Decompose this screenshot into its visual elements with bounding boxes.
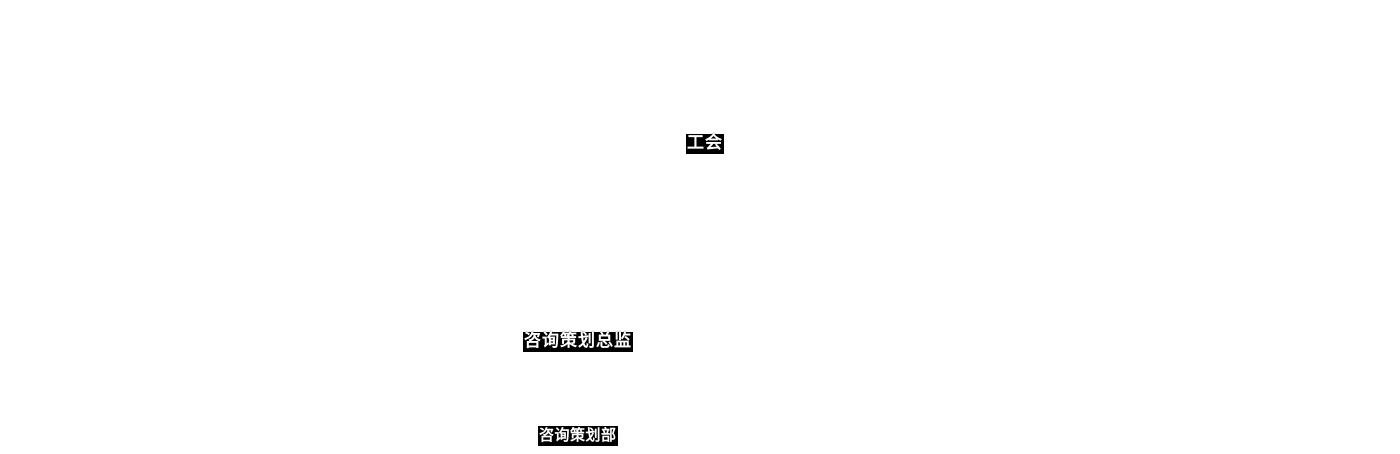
org-node-consulting-planning-department-label: 咨询策划部 xyxy=(538,426,618,446)
org-node-consulting-planning-director-label: 咨询策划总监 xyxy=(523,331,633,352)
org-node-labor-union-label: 工会 xyxy=(686,133,724,154)
